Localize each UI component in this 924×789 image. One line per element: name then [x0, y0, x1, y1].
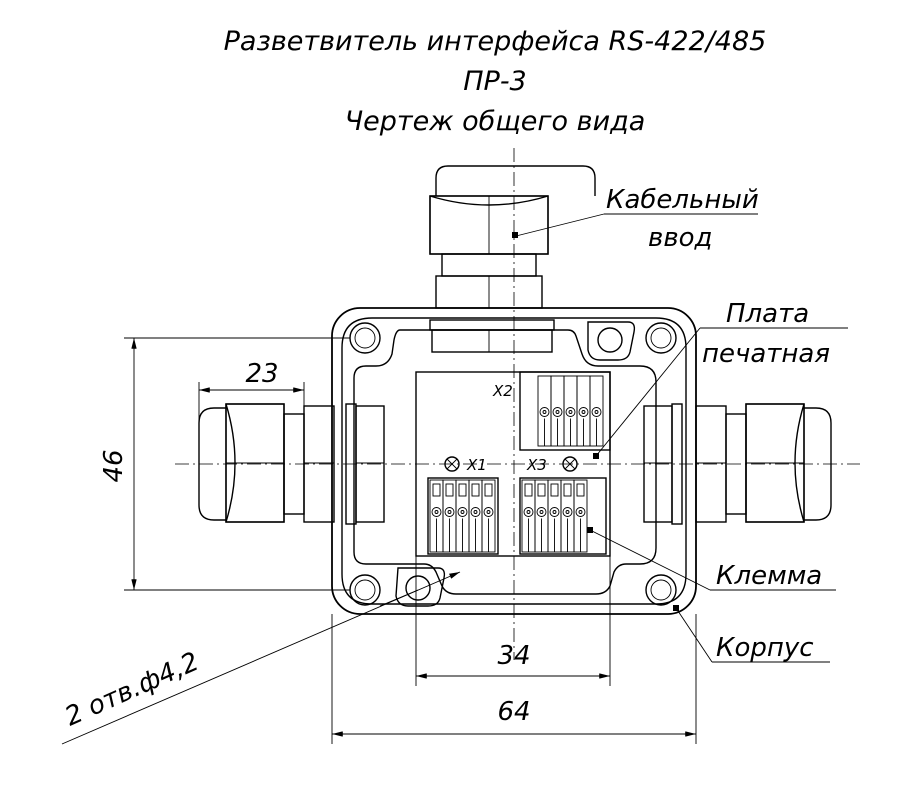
leader-dot-housing [673, 605, 679, 611]
callout-pcb-1: Плата [726, 299, 809, 329]
label-x2: X2 [492, 382, 513, 400]
terminal-block-x1 [427, 477, 499, 555]
label-x1: X1 [466, 456, 487, 474]
terminal-cell [429, 479, 444, 553]
leader-cable-entry [515, 213, 605, 237]
terminal-block-x2 [519, 371, 611, 451]
drawing-title: Разветвитель интерфейса RS-422/485 [224, 26, 767, 57]
callout-cable-entry-1: Кабельный [606, 185, 759, 215]
terminal-cell [455, 479, 470, 553]
dim-46-value: 46 [99, 449, 129, 482]
right-cable-gland [695, 403, 832, 523]
terminal-cell [550, 375, 565, 447]
left-cable-gland [198, 403, 335, 523]
terminal-cell [589, 375, 604, 447]
terminal-cell [576, 375, 591, 447]
terminal-cell [442, 479, 457, 553]
product-code: ПР-3 [463, 66, 527, 97]
drawing-subtitle: Чертеж общего вида [345, 106, 646, 137]
callout-cable-entry-2: ввод [648, 223, 713, 253]
terminal-cell [547, 479, 562, 553]
leader-terminal [589, 529, 711, 591]
leader-pcb [595, 327, 701, 457]
label-x3: X3 [526, 456, 547, 474]
callout-holes: 2 отв.ф4,2 [61, 647, 204, 733]
callout-housing: Корпус [716, 633, 814, 663]
leader-dot-terminal [587, 527, 593, 533]
terminal-cell [537, 375, 552, 447]
terminal-cell [563, 375, 578, 447]
terminal-cell [468, 479, 483, 553]
dim-34-value: 34 [497, 641, 530, 671]
terminal-cell [573, 479, 588, 553]
terminal-cell [534, 479, 549, 553]
terminal-cell [521, 479, 536, 553]
housing [331, 307, 697, 615]
terminal-cell [481, 479, 496, 553]
leader-dot-cable-entry [512, 232, 518, 238]
callout-terminal: Клемма [716, 561, 822, 591]
dim-64-value: 64 [497, 697, 530, 727]
leader-dot-pcb [593, 453, 599, 459]
leader-housing [675, 607, 713, 663]
terminal-cell [560, 479, 575, 553]
terminal-block-x3 [519, 477, 607, 555]
callout-pcb-2: печатная [702, 339, 830, 369]
dim-23-value: 23 [245, 359, 278, 389]
